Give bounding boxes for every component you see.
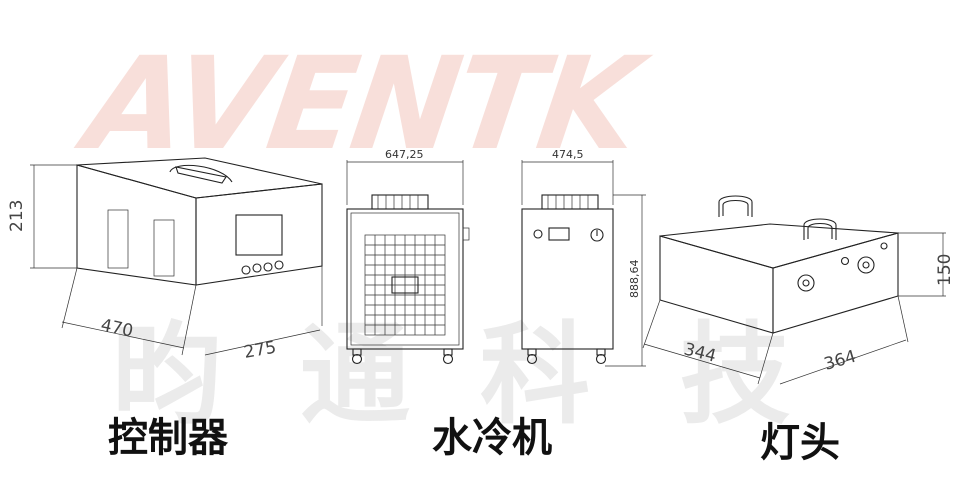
watermark-char-3: 科 <box>480 311 590 439</box>
controller-length-label: 470 <box>99 315 135 341</box>
lamp-head-connectors <box>797 242 888 292</box>
lamp-head-height-label: 150 <box>935 254 955 286</box>
chiller-front-grille <box>364 234 446 336</box>
chiller-caption: 水冷机 <box>432 415 552 461</box>
chiller-indicator <box>533 229 543 239</box>
lamp-head-length-label: 344 <box>682 339 718 366</box>
controller-caption: 控制器 <box>108 415 228 461</box>
chiller-side-width-label: 474,5 <box>552 148 584 161</box>
lamp-head-caption: 灯头 <box>760 420 840 466</box>
chiller-front-drawing: 647,25 <box>346 148 470 365</box>
watermark-char-1: 昀 <box>112 311 222 439</box>
controller-width-label: 275 <box>242 338 277 363</box>
chiller-front-width-label: 647,25 <box>385 148 424 161</box>
chiller-side-drawing: 474,5 888,64 <box>521 148 646 367</box>
lamp-head-drawing: 150 344 364 <box>642 195 955 385</box>
controller-knobs <box>241 260 284 275</box>
controller-vent-left <box>107 209 175 277</box>
lamp-head-width-label: 364 <box>822 347 859 375</box>
chiller-fan <box>371 194 429 210</box>
chiller-front-wheels <box>351 348 454 365</box>
controller-drawing: 213 470 275 <box>7 157 323 363</box>
chiller-height-label: 888,64 <box>628 260 641 299</box>
controller-screen <box>235 214 283 256</box>
controller-height-label: 213 <box>7 200 27 232</box>
watermark-char-2: 通 <box>300 311 410 439</box>
chiller-power-switch <box>590 228 604 242</box>
lamp-head-handles <box>718 195 837 240</box>
chiller-display <box>548 227 570 241</box>
chiller-side-wheels <box>526 348 607 365</box>
